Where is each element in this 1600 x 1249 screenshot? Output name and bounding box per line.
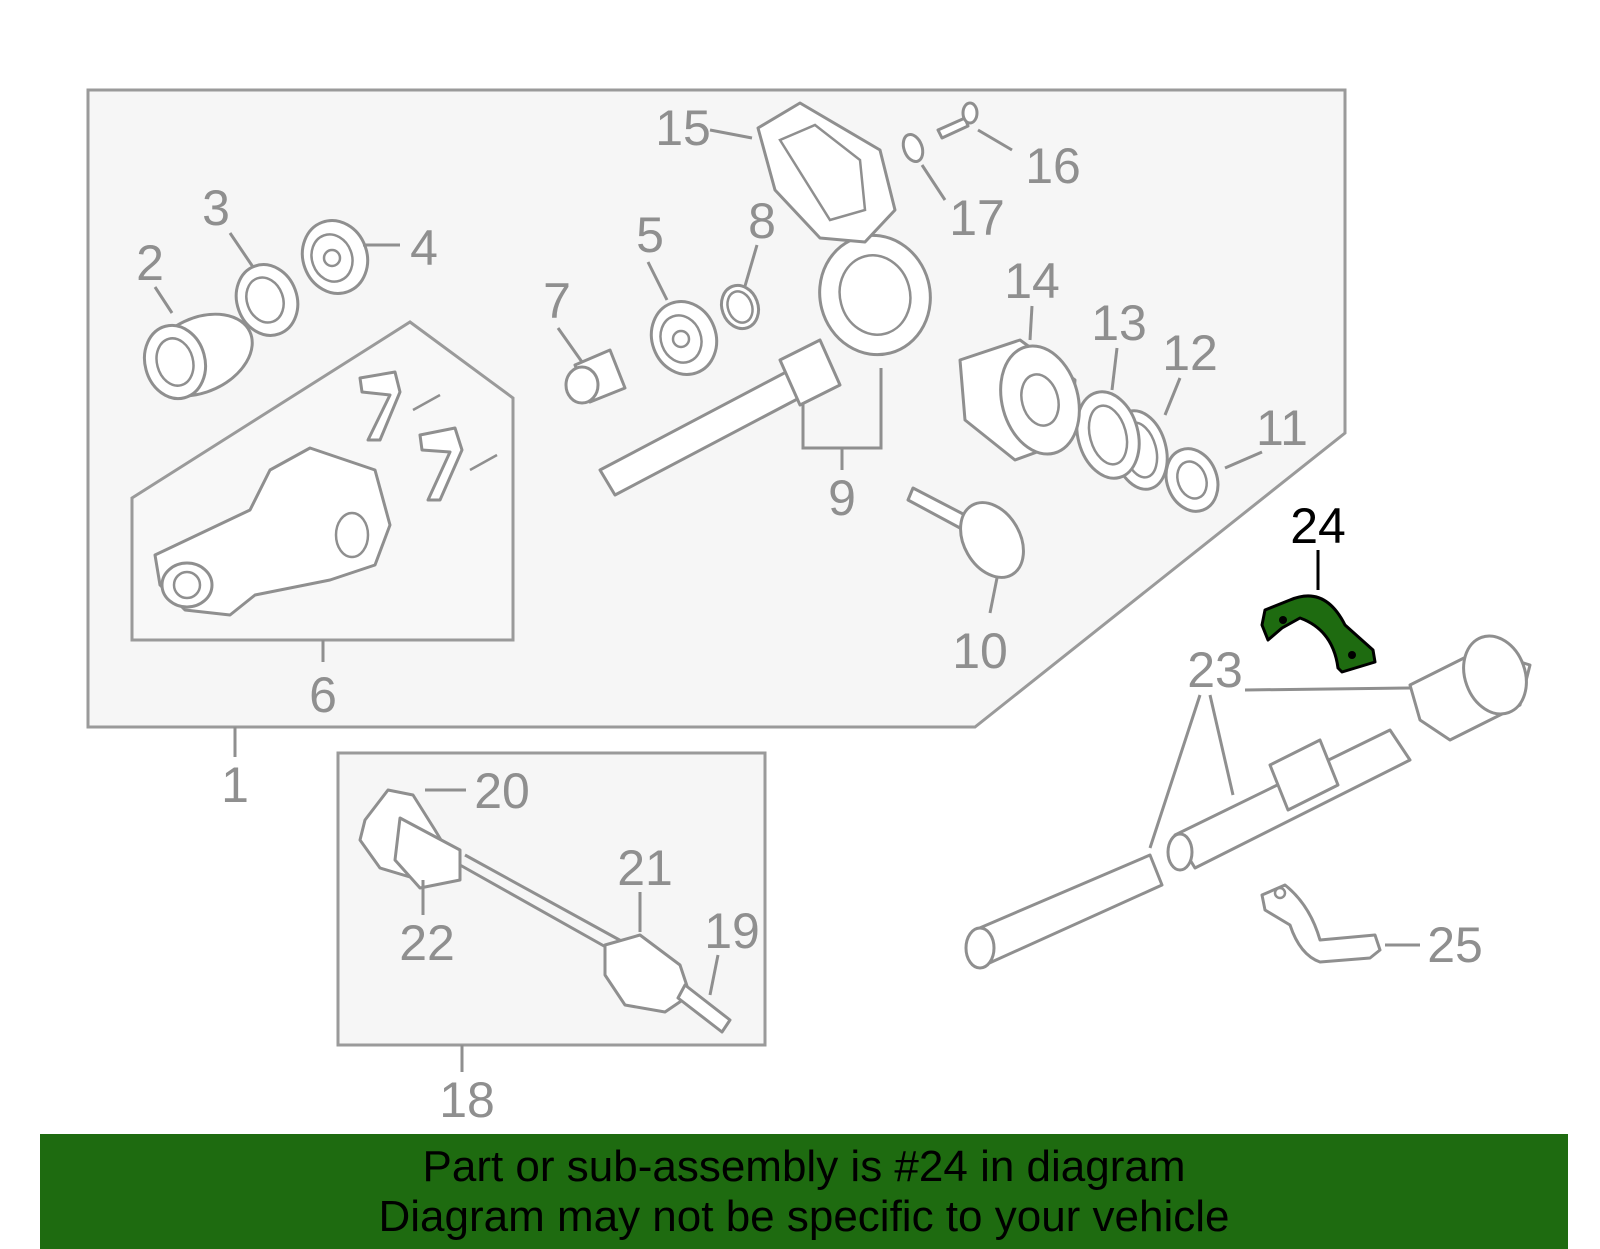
leader-14 xyxy=(1028,305,1034,341)
part-10-drawing[interactable] xyxy=(906,486,1036,589)
part-13-drawing[interactable] xyxy=(1068,385,1149,486)
part-17-drawing[interactable] xyxy=(900,132,926,164)
part-25-drawing[interactable] xyxy=(1260,883,1382,964)
callout-15[interactable]: 15 xyxy=(655,100,711,156)
part-14-drawing[interactable] xyxy=(958,337,1091,463)
callout-14[interactable]: 14 xyxy=(1004,253,1060,309)
leader-3 xyxy=(228,232,255,268)
leader-11 xyxy=(1224,450,1263,470)
leader-12 xyxy=(1163,377,1182,416)
callout-13[interactable]: 13 xyxy=(1091,295,1147,351)
callout-16[interactable]: 16 xyxy=(1025,138,1081,194)
part-2-drawing[interactable] xyxy=(135,298,266,412)
part-3-drawing[interactable] xyxy=(226,256,307,344)
callout-24[interactable]: 24 xyxy=(1290,498,1346,554)
callout-11[interactable]: 11 xyxy=(1256,400,1308,456)
callout-12[interactable]: 12 xyxy=(1162,325,1218,381)
callout-7[interactable]: 7 xyxy=(543,273,571,329)
part-16-drawing[interactable] xyxy=(936,101,979,140)
leader-17 xyxy=(920,164,947,201)
leader-23 xyxy=(1148,686,1411,849)
leader-15 xyxy=(709,128,753,140)
callout-8[interactable]: 8 xyxy=(748,193,776,249)
highlight-banner: Part or sub-assembly is #24 in diagram D… xyxy=(40,1134,1568,1249)
callout-9[interactable]: 9 xyxy=(828,470,856,526)
leader-5 xyxy=(646,261,669,301)
callout-10[interactable]: 10 xyxy=(952,623,1008,679)
leader-8 xyxy=(743,244,759,287)
callout-23[interactable]: 23 xyxy=(1187,642,1243,698)
part-20-22-drawing[interactable] xyxy=(358,788,626,957)
callout-19[interactable]: 19 xyxy=(704,903,760,959)
part-19-21-drawing[interactable] xyxy=(603,933,732,1034)
callout-2[interactable]: 2 xyxy=(136,235,164,291)
callout-18[interactable]: 18 xyxy=(439,1072,495,1128)
callout-20[interactable]: 20 xyxy=(474,763,530,819)
callout-21[interactable]: 21 xyxy=(617,840,673,896)
leader-13 xyxy=(1110,347,1119,391)
part-11-drawing[interactable] xyxy=(1158,441,1227,518)
callout-1[interactable]: 1 xyxy=(221,757,249,813)
part-9-drawing[interactable] xyxy=(598,223,944,497)
banner-line-1: Part or sub-assembly is #24 in diagram xyxy=(422,1142,1186,1191)
banner-line-2: Diagram may not be specific to your vehi… xyxy=(378,1192,1230,1241)
callout-6[interactable]: 6 xyxy=(309,667,337,723)
part-7-drawing[interactable] xyxy=(564,348,627,405)
part-24-drawing[interactable] xyxy=(1260,594,1377,674)
leader-2 xyxy=(153,286,174,314)
callout-3[interactable]: 3 xyxy=(202,180,230,236)
leader-16 xyxy=(977,128,1013,152)
part-8-drawing[interactable] xyxy=(716,280,765,334)
leader-19 xyxy=(708,954,720,996)
callout-25[interactable]: 25 xyxy=(1427,917,1483,973)
part-23-drawing[interactable] xyxy=(964,627,1537,970)
part-5-drawing[interactable] xyxy=(641,292,726,383)
leader-10 xyxy=(988,577,999,614)
callout-17[interactable]: 17 xyxy=(949,190,1005,246)
part-6-drawing[interactable] xyxy=(153,370,498,617)
callout-22[interactable]: 22 xyxy=(399,915,455,971)
callout-5[interactable]: 5 xyxy=(636,207,664,263)
leader-7 xyxy=(556,327,584,363)
part-15-drawing[interactable] xyxy=(756,101,897,244)
callout-4[interactable]: 4 xyxy=(410,220,438,276)
